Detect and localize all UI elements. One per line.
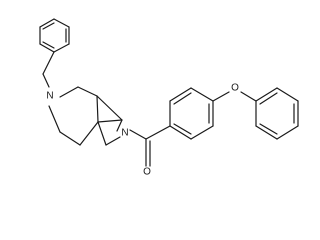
linker-amide-n-bond [105,136,121,146]
bicyclic-cage [48,86,123,146]
central-phenylene-ring [169,87,214,140]
structure-diagram: N N O O [39,18,299,178]
benzyl-ch2-bond [42,51,55,75]
carbonyl-oxygen-label: O [143,167,151,178]
ether-o-phenyl-bond [240,91,257,102]
atom-labels: N N O O [46,83,239,178]
bonds [39,18,299,167]
ether-oxygen-label: O [231,83,239,94]
methylene-linker-bond [97,121,107,146]
amide-nitrogen-label: N [121,128,128,139]
amide-n-carbonyl-bond [129,129,147,140]
phenoxy-ring [255,87,299,140]
ch2-nitrogen-bond [42,73,50,88]
amine-nitrogen-label: N [46,91,53,102]
ring-ether-o-bond [212,91,230,102]
benzyl-phenyl-ring [39,18,70,53]
carbonyl-ring-bond [145,125,171,140]
